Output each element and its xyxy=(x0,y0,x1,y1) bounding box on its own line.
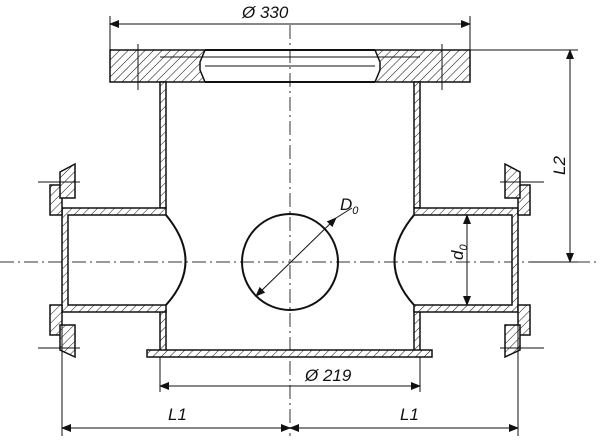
top-flange xyxy=(109,44,471,90)
center-hole xyxy=(241,213,339,311)
left-length-label: L1 xyxy=(168,405,187,424)
left-branch xyxy=(38,162,187,359)
height-dimension: L2 xyxy=(470,49,578,263)
branch-diameter-label: d0 xyxy=(448,244,470,260)
base-plate-dimension: Ø 219 xyxy=(159,357,421,392)
base-plate-dimension-label: Ø 219 xyxy=(304,366,352,385)
right-branch xyxy=(393,162,544,359)
top-flange-dimension: Ø 330 xyxy=(109,3,471,50)
right-length-label: L1 xyxy=(400,405,419,424)
hole-diameter-label: D0 xyxy=(340,195,359,217)
height-dimension-label: L2 xyxy=(550,156,569,175)
hole-diameter-dimension-line xyxy=(255,217,337,297)
base-plate xyxy=(146,349,433,358)
length-dimensions: L1 L1 xyxy=(61,312,519,436)
top-flange-dimension-label: Ø 330 xyxy=(241,3,289,22)
